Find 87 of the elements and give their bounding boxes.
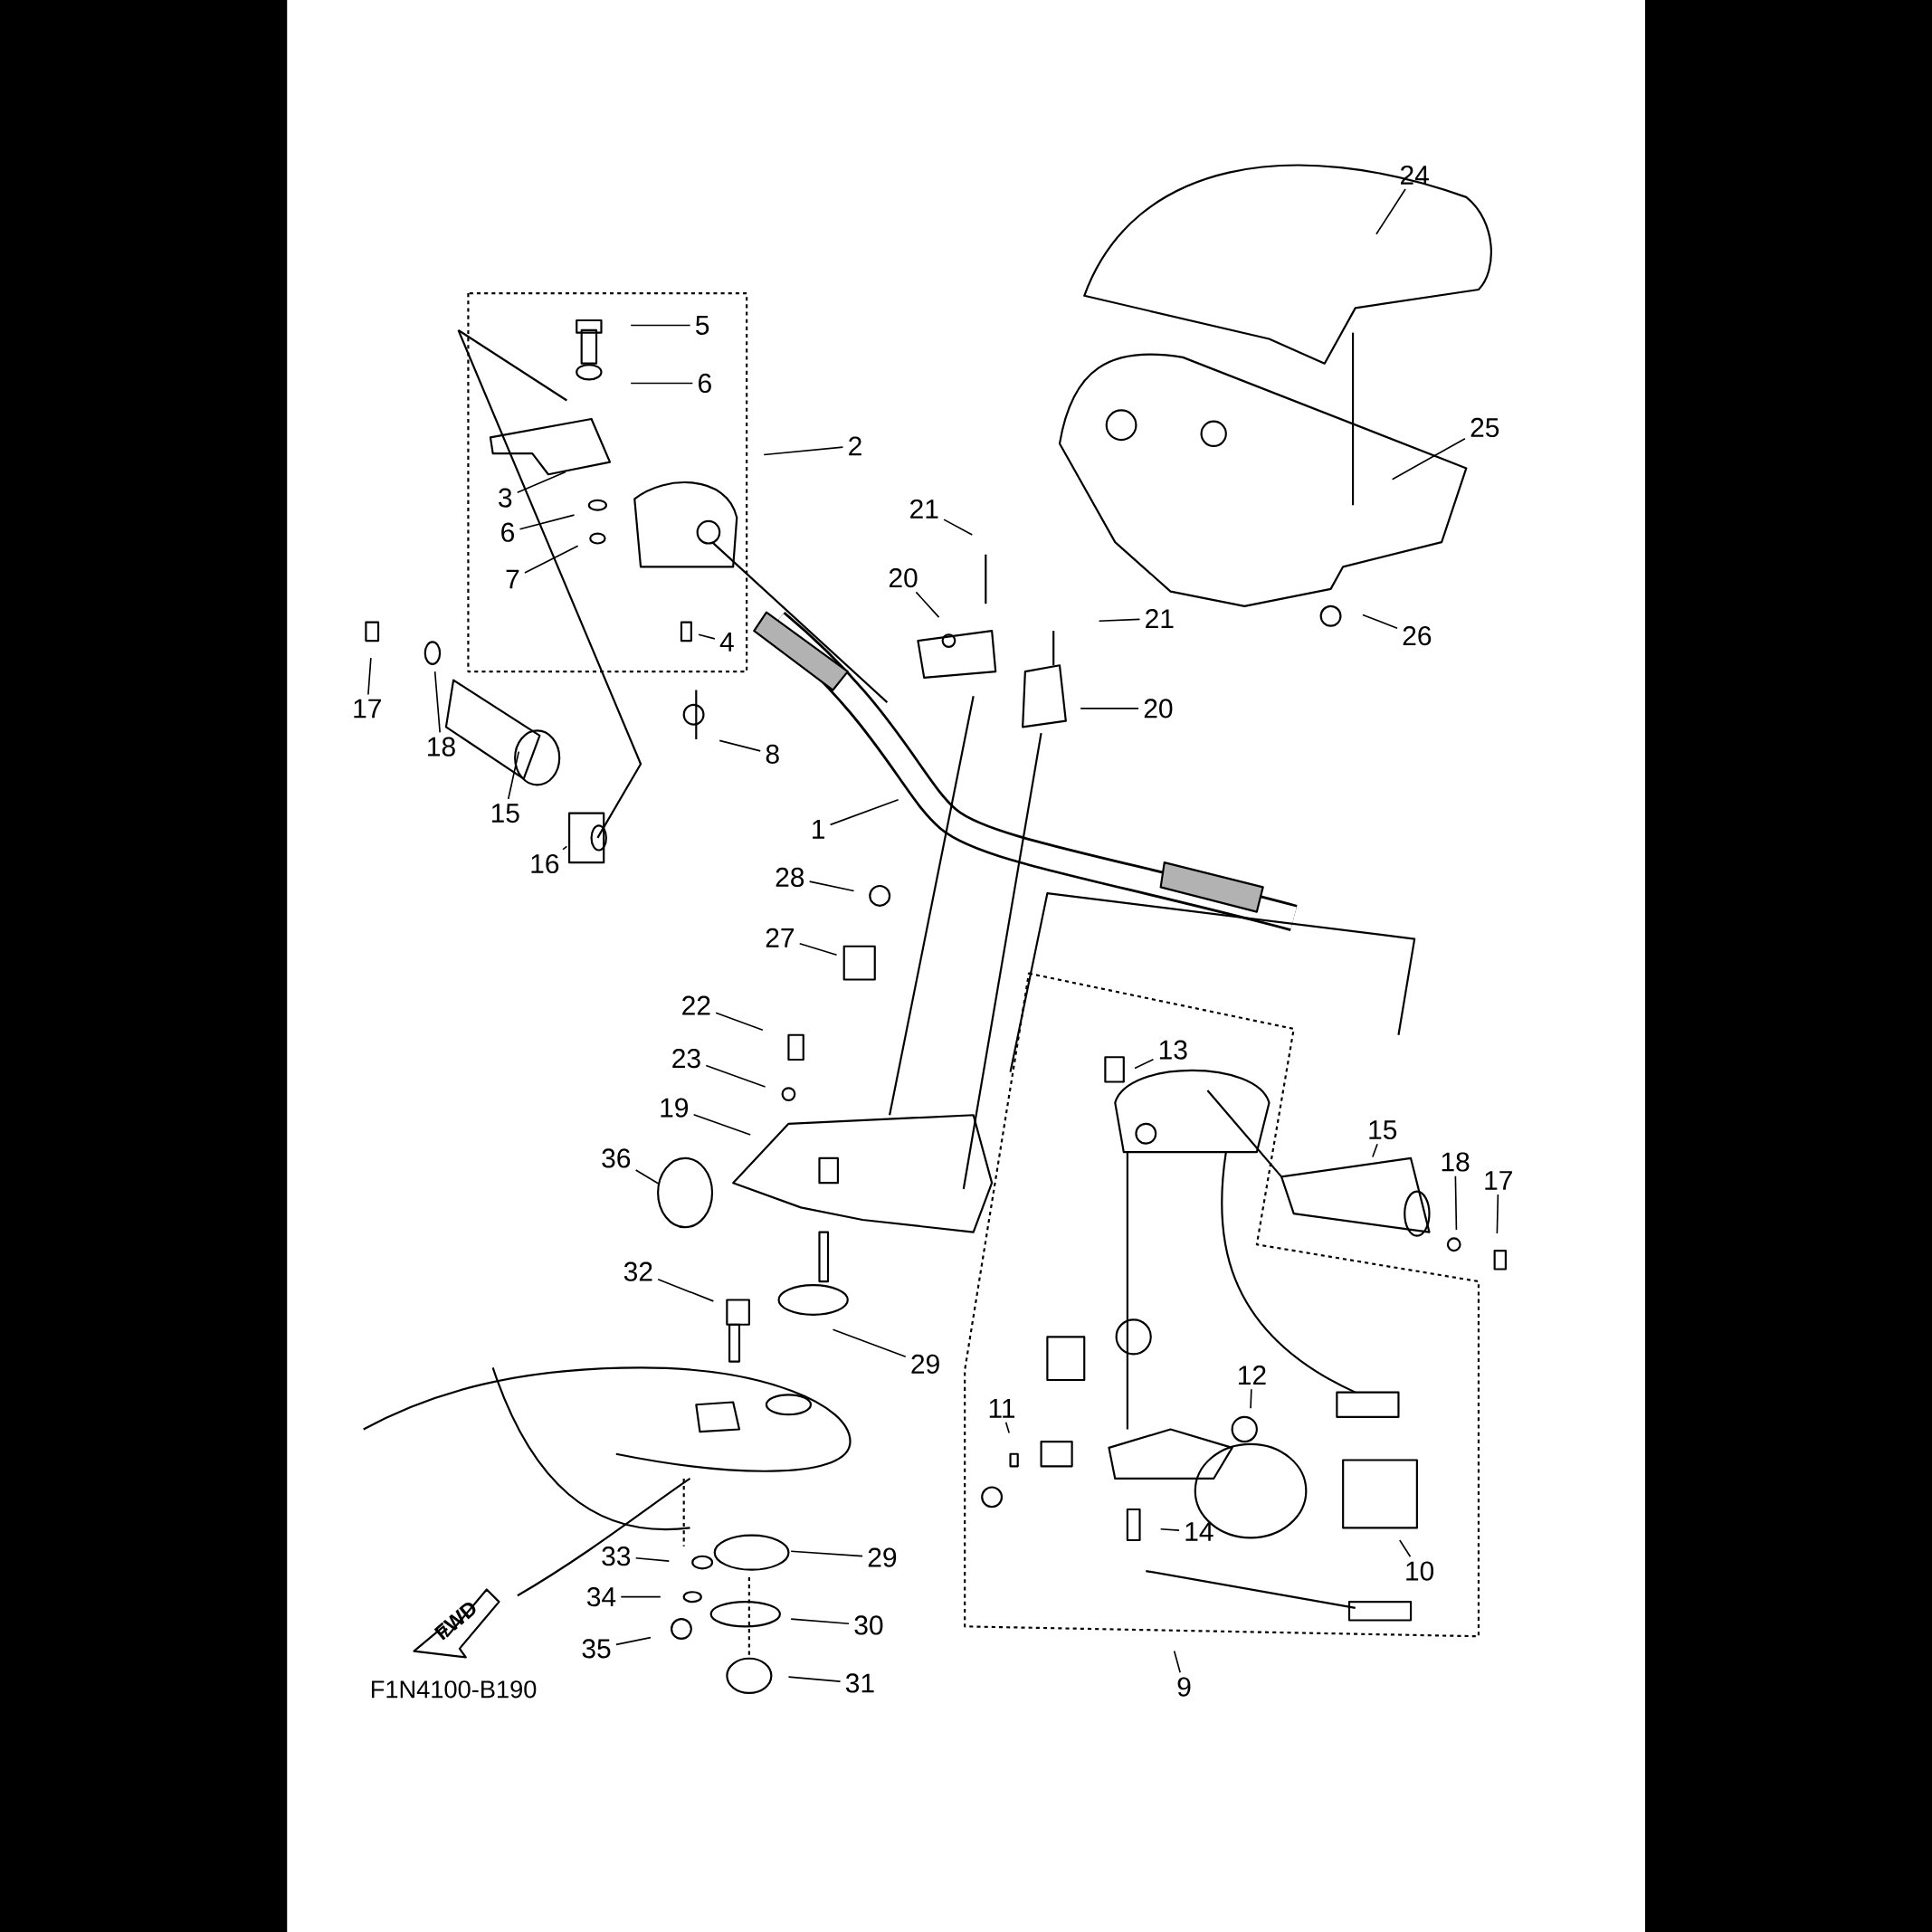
callout-number: 19 (661, 1098, 689, 1118)
callout-number: 21 (910, 499, 938, 519)
callout-number: 12 (1239, 1366, 1266, 1385)
callout-number: 29 (911, 1354, 939, 1374)
leader-line (1399, 1539, 1412, 1558)
leader-line (507, 750, 520, 800)
leader-line (1134, 1058, 1155, 1070)
callout-number: 17 (1485, 1171, 1512, 1190)
callout-number: 20 (1144, 699, 1173, 719)
leader-line (1375, 188, 1406, 235)
leader-line (698, 633, 716, 640)
callout-number: 30 (854, 1615, 883, 1635)
leader-line (829, 798, 899, 826)
leader-line (1098, 618, 1141, 623)
callout-number: 21 (1146, 609, 1174, 628)
callout-number: 23 (672, 1049, 700, 1069)
leader-line (1362, 614, 1398, 629)
leader-line (1391, 437, 1466, 481)
leader-line (1173, 1650, 1181, 1674)
leader-line (1372, 1143, 1378, 1158)
leader-line (1004, 1422, 1010, 1434)
leader-line (524, 545, 579, 574)
callout-number: 32 (623, 1261, 652, 1281)
callout-number: 10 (1406, 1561, 1434, 1581)
callout-number: 34 (586, 1587, 616, 1607)
callout-number: 35 (582, 1639, 611, 1659)
callout-number: 3 (499, 488, 512, 508)
leader-line (705, 1064, 766, 1088)
leader-line (832, 1328, 907, 1357)
leader-line (915, 591, 940, 618)
callout-number: 2 (849, 436, 861, 456)
leader-line (692, 1114, 752, 1136)
leader-line (615, 1636, 652, 1646)
leader-line (719, 739, 762, 752)
leader-line (433, 671, 441, 734)
leader-line (715, 1012, 764, 1032)
callout-number: 15 (491, 804, 519, 823)
callout-number: 6 (501, 522, 514, 542)
leader-line (763, 446, 844, 456)
leader-line (1454, 1175, 1458, 1231)
leader-line (1250, 1388, 1252, 1410)
callout-number: 20 (889, 568, 918, 588)
leader-line (1496, 1194, 1499, 1234)
callout-number: 8 (766, 744, 779, 764)
leader-line (519, 514, 576, 530)
leader-line (787, 1676, 842, 1682)
callout-number: 7 (506, 569, 519, 589)
leader-line (367, 657, 372, 696)
drawing-code: F1N4100-B190 (371, 1680, 537, 1699)
callout-number: 24 (1401, 165, 1429, 185)
callout-number: 27 (766, 928, 795, 947)
leader-line (516, 471, 566, 494)
callout-number: 29 (868, 1547, 897, 1567)
callout-number: 5 (696, 316, 709, 335)
callout-number: 26 (1403, 626, 1432, 646)
leader-line (943, 519, 974, 536)
leader-line (562, 845, 568, 851)
callout-number: 16 (531, 853, 559, 874)
callout-number: 22 (682, 995, 710, 1015)
leader-line (634, 1556, 671, 1562)
leader-line (790, 1550, 863, 1557)
leader-line (790, 1618, 850, 1625)
callout-number: 4 (719, 633, 734, 652)
callout-number: 33 (602, 1547, 631, 1566)
leader-line (657, 1278, 715, 1302)
leader-line (620, 1595, 661, 1598)
callout-number: 25 (1470, 417, 1499, 438)
callout-number: 36 (602, 1148, 631, 1168)
callout-number: 9 (1177, 1677, 1191, 1697)
callout-number: 13 (1159, 1040, 1187, 1060)
leader-line (634, 1169, 661, 1185)
callout-number: 1 (813, 820, 824, 839)
callout-number: 11 (989, 1399, 1015, 1418)
callout-number: 28 (776, 867, 804, 888)
leader-line (630, 324, 691, 327)
leader-line (630, 382, 694, 385)
leader-line (1080, 708, 1139, 709)
callout-number: 6 (699, 373, 711, 394)
callout-number: 14 (1185, 1522, 1213, 1541)
callout-number: 17 (354, 699, 381, 719)
callout-number: 18 (1442, 1152, 1470, 1172)
callout-number: 18 (428, 737, 455, 757)
leader-line (1159, 1528, 1180, 1531)
leader-line (808, 880, 855, 892)
callout-number: 31 (845, 1673, 874, 1693)
leader-line (798, 943, 838, 956)
callout-number: 15 (1369, 1120, 1397, 1140)
